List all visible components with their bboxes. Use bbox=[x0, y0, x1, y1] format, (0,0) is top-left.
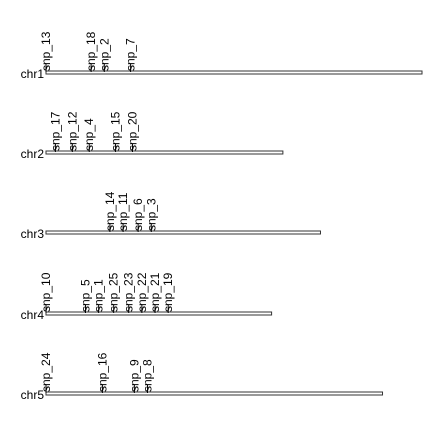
snp-label: snp_12 bbox=[65, 111, 79, 151]
chromosome-bar bbox=[45, 391, 384, 396]
snp-label: snp_4 bbox=[82, 118, 96, 151]
chromosome-bar bbox=[45, 311, 273, 316]
snp-label: snp_25 bbox=[107, 272, 121, 312]
snp-label: snp_16 bbox=[95, 352, 109, 392]
snp-label: snp_1 bbox=[92, 279, 106, 312]
snp-label: snp_2 bbox=[97, 38, 111, 71]
snp-label: snp_23 bbox=[122, 272, 136, 312]
chromosome-bar bbox=[45, 230, 321, 235]
snp-label: snp_3 bbox=[144, 198, 158, 231]
snp-label: snp_22 bbox=[135, 272, 149, 312]
snp-label: snp_18 bbox=[84, 31, 98, 71]
snp-label: snp_9 bbox=[127, 359, 141, 392]
snp-label: snp_13 bbox=[39, 31, 53, 71]
snp-label: snp_20 bbox=[125, 111, 139, 151]
chromosome-label: chr3 bbox=[21, 227, 45, 241]
snp-label: snp_24 bbox=[39, 352, 53, 392]
chromosome-label: chr1 bbox=[21, 67, 45, 81]
snp-label: snp_17 bbox=[48, 111, 62, 151]
snp-label: snp_8 bbox=[141, 359, 155, 392]
snp-label: snp_6 bbox=[131, 198, 145, 231]
chromosome-bar bbox=[45, 70, 423, 75]
chromosome-label: chr5 bbox=[21, 388, 45, 402]
snp-label: snp_7 bbox=[124, 38, 138, 71]
chromosome-label: chr4 bbox=[21, 308, 45, 322]
chromosome-bar bbox=[45, 150, 284, 155]
chromosome-label: chr2 bbox=[21, 147, 45, 161]
snp-label: snp_5 bbox=[78, 279, 92, 312]
snp-label: snp_10 bbox=[39, 272, 53, 312]
snp-label: snp_19 bbox=[161, 272, 175, 312]
snp-label: snp_11 bbox=[116, 192, 130, 231]
snp-label: snp_21 bbox=[148, 272, 162, 312]
snp-label: snp_15 bbox=[109, 111, 123, 151]
snp-label: snp_14 bbox=[103, 191, 117, 231]
